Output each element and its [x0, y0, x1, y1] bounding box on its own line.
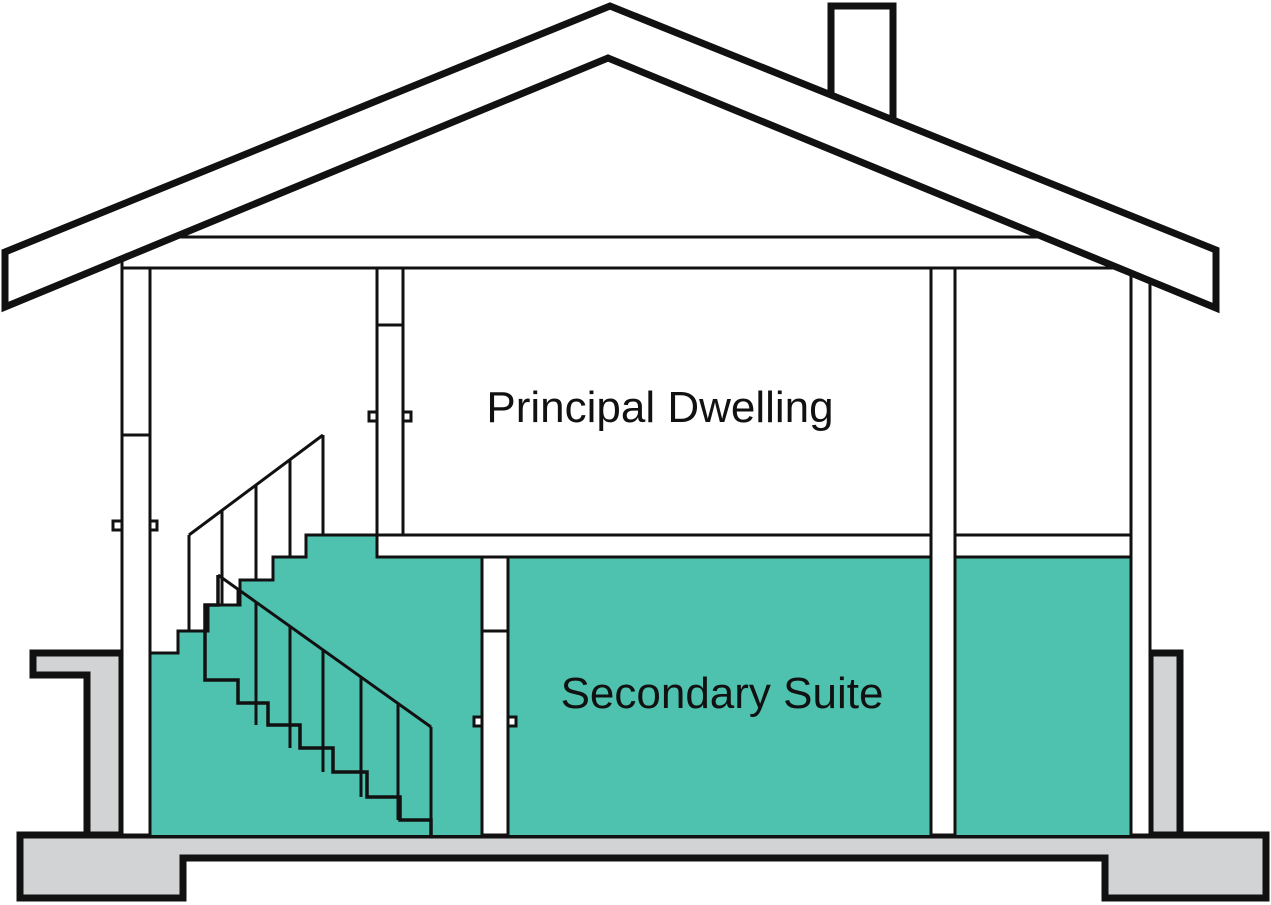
house-structure: [111, 235, 1152, 837]
staircase: [150, 433, 433, 835]
center-column: [929, 266, 957, 837]
outlet-marker: [506, 715, 518, 728]
outlet-marker: [401, 410, 413, 423]
outlet-marker: [111, 519, 124, 532]
chimney: [827, 2, 897, 122]
foundation: [16, 649, 1270, 902]
outlet-marker: [472, 715, 484, 728]
secondary-suite-area: [150, 535, 1131, 835]
roof: [1, 2, 1220, 314]
outlet-marker: [148, 519, 159, 532]
roof-outline: [1, 2, 1220, 314]
lower-stair-treads: [203, 575, 433, 835]
foundation-wall-left: [29, 649, 126, 839]
foundation-wall-right: [1146, 649, 1184, 839]
attic-ceiling-beam: [120, 235, 1152, 270]
exterior-wall-right: [1129, 266, 1152, 837]
outlet-marker: [367, 410, 379, 423]
foundation-slab: [16, 831, 1270, 902]
secondary-suite-label: Secondary Suite: [561, 669, 884, 718]
floor-slab: [375, 533, 1133, 559]
principal-dwelling-label: Principal Dwelling: [486, 383, 833, 432]
upper-partition-wall: [375, 266, 405, 537]
lower-partition-wall: [480, 555, 510, 837]
suite-floor-area: [150, 535, 1131, 835]
exterior-wall-left: [120, 266, 152, 837]
